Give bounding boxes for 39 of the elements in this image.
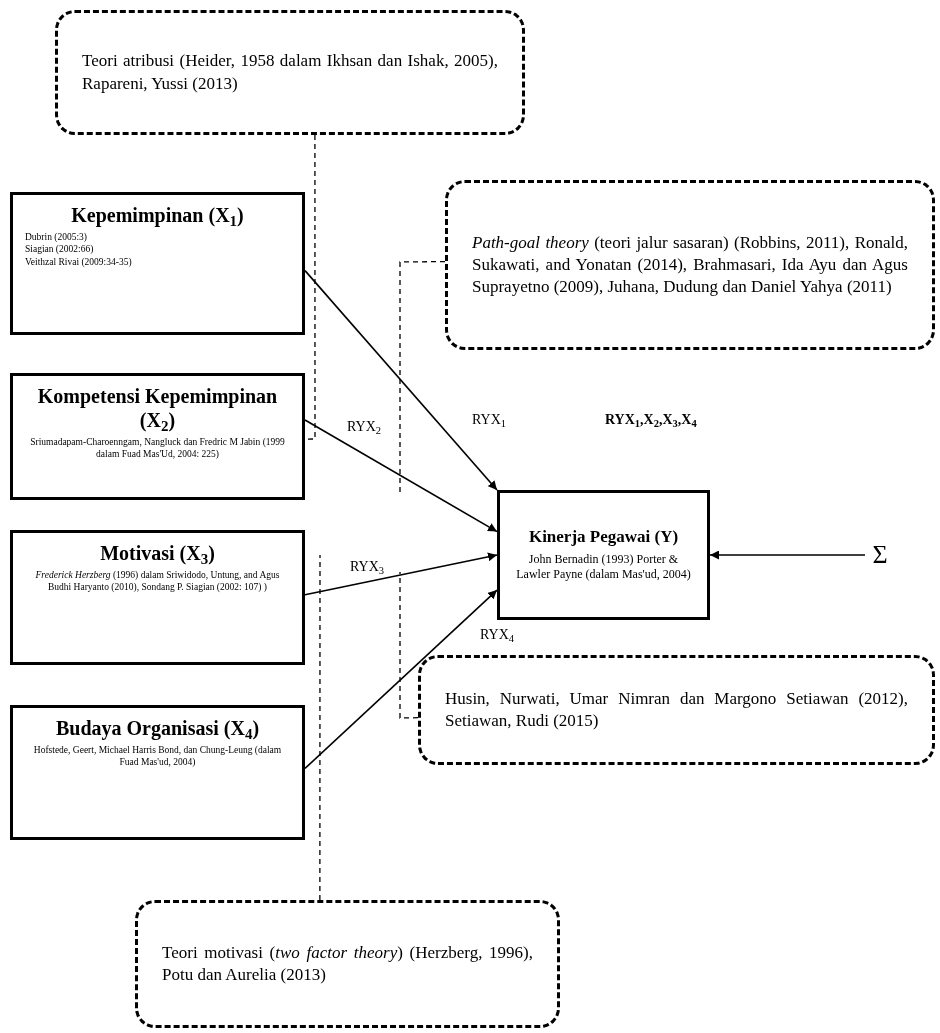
- arrow: [709, 550, 866, 560]
- variable-title: Kompetensi Kepemimpinan (X$_{2}$): [36, 384, 279, 432]
- citation-box: [135, 900, 560, 1028]
- arrow: [304, 269, 498, 491]
- variable-box: [10, 530, 305, 665]
- citation-text: Path-goal theory (teori jalur sasaran) (Robbins, 2011), Ronald, Sukawati, and Yonatan (2014), Brahmasari, Ida Ayu dan Agus Suprayetno (2009), Juhana, Dudung dan Daniel Yahya (2011): [472, 231, 908, 299]
- dependent-variable-box: [497, 490, 710, 620]
- variable-title: Kinerja Pegawai (Y): [528, 527, 679, 548]
- variable-box: [10, 373, 305, 500]
- dashed-connector: [319, 554, 321, 901]
- edge-label: RYX$_{2}$: [345, 420, 384, 434]
- citation-text: Husin, Nurwati, Umar Nimran dan Margono Setiawan (2012), Setiawan, Rudi (2015): [445, 687, 908, 732]
- arrow: [304, 552, 498, 596]
- reference-text: John Bernadin (1993) Porter & Lawler Payne (dalam Mas'ud, 2004): [515, 551, 692, 583]
- reference-text: Siagian (2002:66): [25, 243, 94, 256]
- variable-title: Budaya Organisasi (X$_{4}$): [55, 716, 260, 740]
- reference-text: Frederick Herzberg (1996) dalam Sriwidodo, Untung, and Agus Budhi Haryanto (2010), Sondang P. Siagian (2002: 107) ): [34, 569, 281, 594]
- edge-label: RYX$_{1}$: [470, 413, 509, 427]
- citation-text: Teori motivasi (two factor theory) (Herzberg, 1996), Potu dan Aurelia (2013): [162, 941, 533, 986]
- reference-text: Veithzal Rivai (2009:34-35): [25, 255, 132, 269]
- citation-box: [55, 10, 525, 135]
- variable-title: Motivasi (X$_{3}$): [100, 541, 215, 565]
- dashed-connector: [399, 260, 446, 493]
- dashed-connector: [399, 571, 419, 719]
- citation-box: [418, 655, 935, 765]
- reference-text: Hofstede, Geert, Michael Harris Bond, dan Chung-Leung (dalam Fuad Mas'ud, 2004): [32, 744, 283, 769]
- reference-text: Sriumadapam-Charoenngam, Nangluck dan Fredric M Jabin (1999 dalam Fuad Mas'Ud, 2004: 225): [29, 436, 286, 461]
- variable-title: Kepemimpinan (X$_{1}$): [71, 203, 244, 227]
- citation-box: [445, 180, 935, 350]
- sigma-symbol: Σ: [872, 542, 888, 568]
- edge-label: RYX$_{4}$: [478, 628, 517, 642]
- reference-text: Dubrin (2005:3): [25, 231, 87, 244]
- path-coefficient-label: RYX$_{1}$,X$_{2}$,X$_{3}$,X$_{4}$: [605, 413, 697, 427]
- variable-box: [10, 192, 305, 335]
- arrow: [304, 589, 498, 770]
- variable-box: [10, 705, 305, 840]
- citation-text: Teori atribusi (Heider, 1958 dalam Ikhsan dan Ishak, 2005), Rapareni, Yussi (2013): [82, 50, 498, 95]
- arrow: [304, 419, 498, 533]
- edge-label: RYX$_{3}$: [348, 560, 387, 574]
